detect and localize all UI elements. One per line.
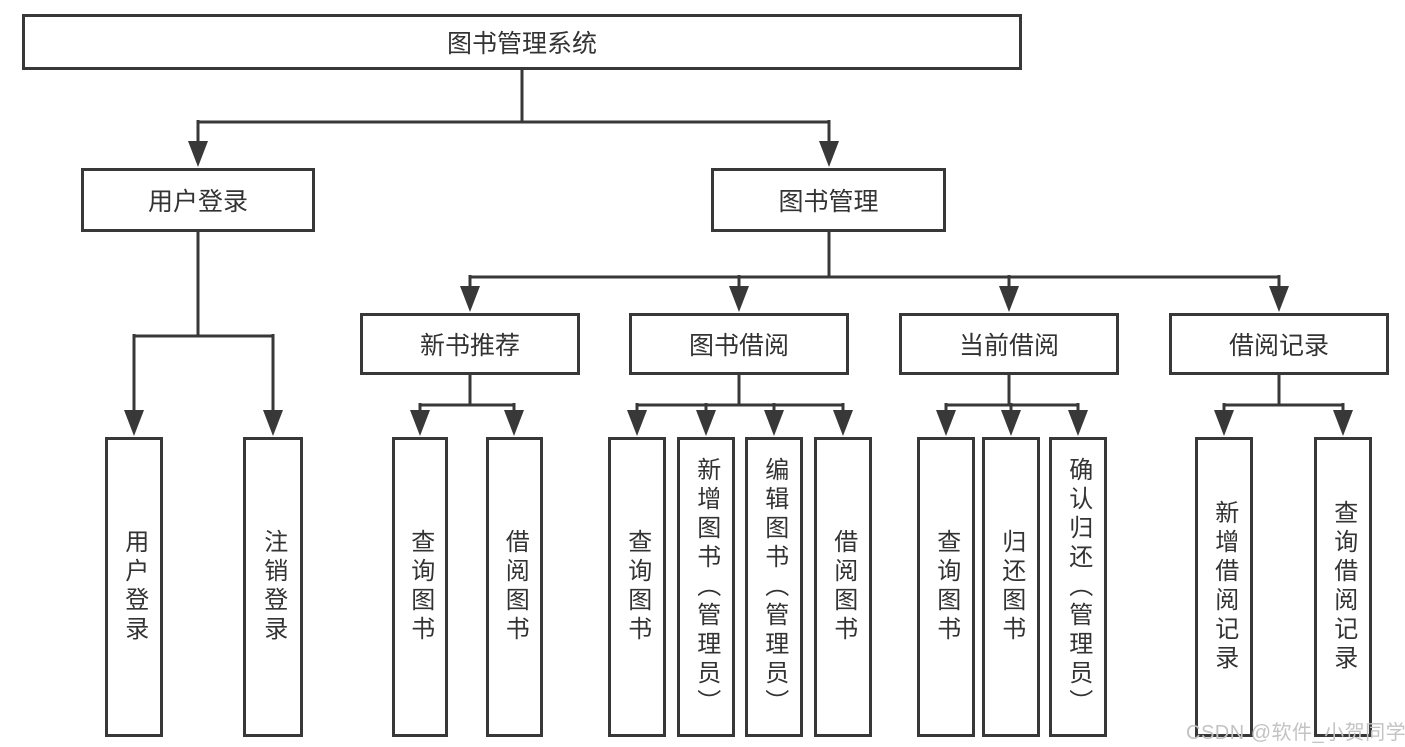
node-book-borrow: 图书借阅 bbox=[629, 313, 849, 375]
leaf-user-login-label: 用户登录 bbox=[120, 529, 148, 645]
leaf-borrow-query-book-label: 查询图书 bbox=[623, 529, 651, 645]
leaf-logout: 注销登录 bbox=[243, 437, 303, 737]
leaf-borrow-query-book: 查询图书 bbox=[608, 437, 666, 737]
node-new-book-recommend: 新书推荐 bbox=[360, 313, 580, 375]
leaf-logout-label: 注销登录 bbox=[259, 529, 287, 645]
leaf-add-borrow-record: 新增借阅记录 bbox=[1195, 437, 1253, 737]
leaf-add-borrow-record-label: 新增借阅记录 bbox=[1210, 500, 1238, 674]
leaf-confirm-return-admin: 确认归还（管理员） bbox=[1049, 437, 1107, 737]
leaf-borrow-book-label: 借阅图书 bbox=[829, 529, 857, 645]
csdn-watermark: CSDN @软件_小贺同学 bbox=[1186, 722, 1405, 744]
node-book-management: 图书管理 bbox=[711, 168, 946, 232]
node-book-management-label: 图书管理 bbox=[778, 188, 879, 216]
leaf-recommend-borrow-book: 借阅图书 bbox=[486, 437, 543, 737]
leaf-recommend-query-book-label: 查询图书 bbox=[406, 529, 434, 645]
leaf-confirm-return-admin-label: 确认归还（管理员） bbox=[1064, 456, 1092, 718]
leaf-query-borrow-record: 查询借阅记录 bbox=[1314, 437, 1372, 737]
leaf-add-book-admin-label: 新增图书（管理员） bbox=[692, 456, 720, 718]
leaf-return-book-label: 归还图书 bbox=[997, 529, 1025, 645]
node-borrow-records-label: 借阅记录 bbox=[1228, 332, 1329, 360]
leaf-user-login: 用户登录 bbox=[105, 437, 163, 737]
node-borrow-records: 借阅记录 bbox=[1169, 313, 1389, 375]
leaf-recommend-borrow-book-label: 借阅图书 bbox=[501, 529, 529, 645]
leaf-edit-book-admin: 编辑图书（管理员） bbox=[745, 437, 803, 737]
leaf-recommend-query-book: 查询图书 bbox=[392, 437, 448, 737]
leaf-edit-book-admin-label: 编辑图书（管理员） bbox=[760, 456, 788, 718]
node-current-borrow-label: 当前借阅 bbox=[958, 332, 1059, 360]
node-new-book-recommend-label: 新书推荐 bbox=[419, 332, 520, 360]
node-user-login-label: 用户登录 bbox=[147, 188, 248, 216]
leaf-borrow-book: 借阅图书 bbox=[814, 437, 872, 737]
leaf-query-borrow-record-label: 查询借阅记录 bbox=[1329, 500, 1357, 674]
node-book-borrow-label: 图书借阅 bbox=[688, 332, 789, 360]
leaf-current-query-book: 查询图书 bbox=[917, 437, 975, 737]
arrowheads bbox=[124, 141, 1353, 436]
node-root: 图书管理系统 bbox=[22, 14, 1022, 70]
node-current-borrow: 当前借阅 bbox=[899, 313, 1119, 375]
leaf-add-book-admin: 新增图书（管理员） bbox=[677, 437, 735, 737]
node-root-label: 图书管理系统 bbox=[446, 30, 597, 58]
leaf-current-query-book-label: 查询图书 bbox=[932, 529, 960, 645]
node-user-login: 用户登录 bbox=[81, 168, 315, 232]
leaf-return-book: 归还图书 bbox=[982, 437, 1040, 737]
